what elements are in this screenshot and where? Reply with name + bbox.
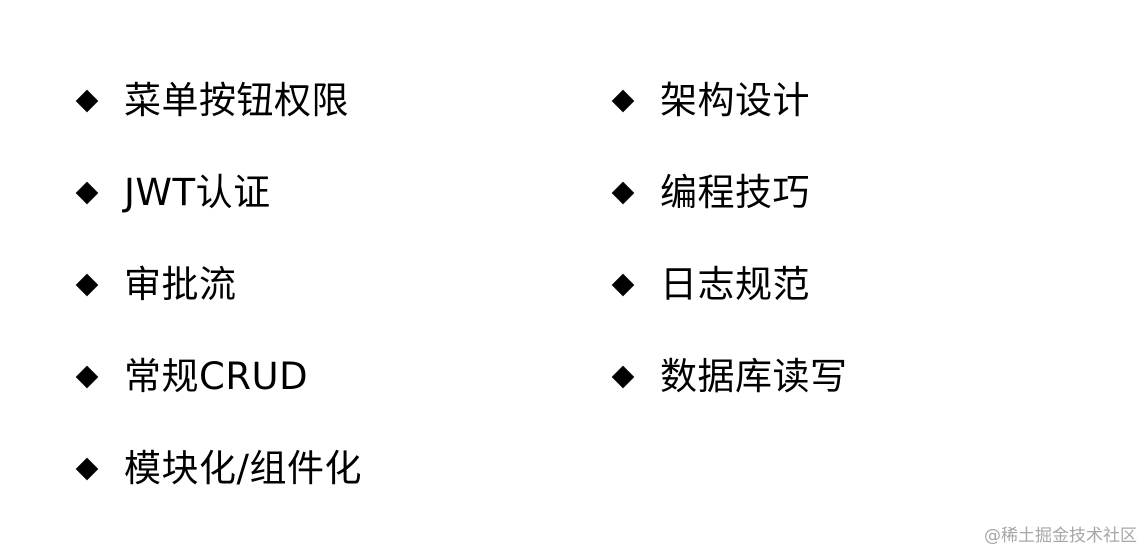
list-item: 编程技巧 bbox=[612, 168, 810, 218]
list-item: 常规CRUD bbox=[76, 352, 308, 402]
list-item: 审批流 bbox=[76, 260, 237, 310]
diamond-bullet-icon bbox=[612, 274, 634, 296]
diamond-bullet-icon bbox=[76, 366, 98, 388]
diamond-bullet-icon bbox=[612, 182, 634, 204]
list-item: 模块化/组件化 bbox=[76, 444, 362, 494]
list-item-label: 数据库读写 bbox=[660, 355, 848, 398]
list-item-label: 编程技巧 bbox=[660, 171, 810, 214]
diamond-bullet-icon bbox=[76, 182, 98, 204]
list-item: JWT认证 bbox=[76, 168, 271, 218]
list-item: 数据库读写 bbox=[612, 352, 848, 402]
cropped-title-fragment bbox=[470, 0, 730, 10]
list-item-label: 日志规范 bbox=[660, 263, 810, 306]
diamond-bullet-icon bbox=[76, 458, 98, 480]
list-item-label: 模块化/组件化 bbox=[124, 447, 362, 490]
list-item: 架构设计 bbox=[612, 76, 810, 126]
diamond-bullet-icon bbox=[612, 90, 634, 112]
list-item-label: 审批流 bbox=[124, 263, 237, 306]
diamond-bullet-icon bbox=[76, 90, 98, 112]
list-item-label: 菜单按钮权限 bbox=[124, 79, 349, 122]
list-item-label: 常规CRUD bbox=[124, 355, 309, 398]
list-item-label: JWT认证 bbox=[124, 171, 271, 214]
diamond-bullet-icon bbox=[612, 366, 634, 388]
watermark: @稀土掘金技术社区 bbox=[984, 526, 1137, 546]
list-item: 菜单按钮权限 bbox=[76, 76, 349, 126]
list-item: 日志规范 bbox=[612, 260, 810, 310]
diamond-bullet-icon bbox=[76, 274, 98, 296]
list-item-label: 架构设计 bbox=[660, 79, 810, 122]
